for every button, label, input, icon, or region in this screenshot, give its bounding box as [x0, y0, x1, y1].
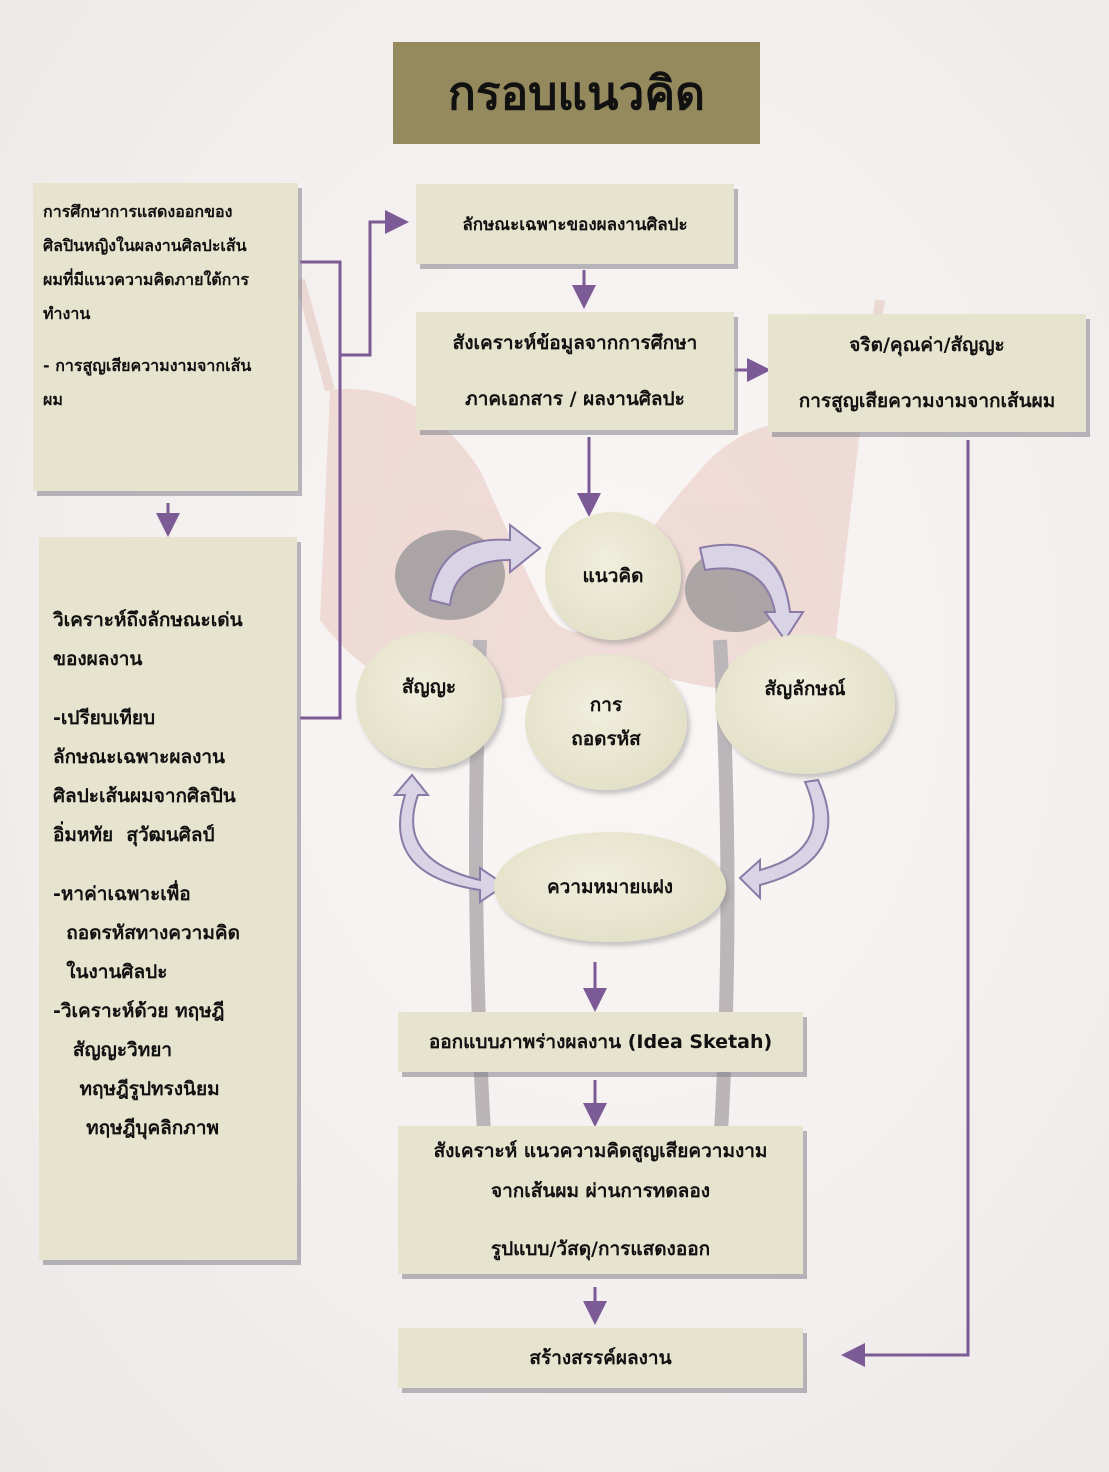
arrow-values-to-create	[841, 440, 970, 1367]
analysis-line	[53, 679, 287, 699]
values-box: จริต/คุณค่า/สัญญะ การสูญเสียความงามจากเส…	[768, 314, 1086, 432]
values-line: จริต/คุณค่า/สัญญะ	[849, 334, 1005, 356]
analysis-line: อิ่มหทัย สุวัฒนศิลป์	[53, 824, 215, 846]
analysis-line: ทฤษฎีรูปทรงนิยม	[53, 1078, 220, 1100]
study-line	[43, 331, 288, 349]
analysis-line: ของผลงาน	[53, 648, 143, 670]
sketch-box: ออกแบบภาพร่างผลงาน (Idea Sketah)	[398, 1012, 803, 1072]
analysis-line: สัญญะวิทยา	[53, 1039, 173, 1061]
analysis-line: -วิเคราะห์ด้วย ทฤษฎี	[53, 1000, 225, 1022]
analysis-line: ในงานศิลปะ	[53, 961, 168, 983]
study-line: การศึกษาการแสดงออกของ	[43, 202, 233, 221]
values-line: การสูญเสียความงามจากเส้นผม	[798, 390, 1056, 412]
study-line: ผมที่มีแนวความคิดภายใต้การ	[43, 270, 249, 289]
symbol-label: สัญลักษณ์	[764, 678, 846, 700]
cycle-arrow-bottom-left	[392, 773, 507, 904]
sketch-text: ออกแบบภาพร่างผลงาน (Idea Sketah)	[428, 1031, 773, 1053]
experiment-line: สังเคราะห์ แนวความคิดสูญเสียความงาม	[433, 1140, 768, 1162]
concept-circle: แนวคิด	[545, 512, 681, 640]
experiment-line: จากเส้นผม ผ่านการทดลอง	[490, 1180, 711, 1202]
synthesis-line: ภาคเอกสาร / ผลงานศิลปะ	[465, 388, 685, 410]
hidden-meaning-label: ความหมายแฝง	[546, 876, 674, 898]
analysis-line: ทฤษฎีบุคลิกภาพ	[53, 1117, 220, 1139]
symbol-circle: สัญลักษณ์	[715, 634, 895, 774]
sign-label: สัญญะ	[401, 676, 457, 698]
analysis-box: วิเคราะห์ถึงลักษณะเด่น ของผลงาน -เปรียบเ…	[39, 537, 297, 1260]
analysis-line: ลักษณะเฉพาะผลงาน	[53, 746, 226, 768]
decode-circle: การ ถอดรหัส	[525, 654, 687, 790]
page-title: กรอบแนวคิด	[393, 42, 760, 144]
characteristics-text: ลักษณะเฉพาะของผลงานศิลปะ	[462, 214, 688, 235]
characteristics-box: ลักษณะเฉพาะของผลงานศิลปะ	[416, 184, 734, 264]
experiment-line: รูปแบบ/วัสดุ/การแสดงออก	[490, 1238, 711, 1260]
decode-line: การ	[589, 694, 623, 716]
connector-to-characteristics	[340, 210, 409, 357]
synthesis-line: สังเคราะห์ข้อมูลจากการศึกษา	[452, 332, 698, 354]
sign-circle: สัญญะ	[356, 632, 502, 768]
analysis-line: -หาค่าเฉพาะเพื่อ	[53, 883, 191, 905]
analysis-line: -เปรียบเทียบ	[53, 707, 156, 729]
analysis-line: วิเคราะห์ถึงลักษณะเด่น	[53, 609, 243, 631]
synthesis-box: สังเคราะห์ข้อมูลจากการศึกษา ภาคเอกสาร / …	[416, 312, 734, 430]
study-line: ศิลปินหญิงในผลงานศิลปะเส้น	[43, 236, 247, 255]
analysis-line: ถอดรหัสทางความคิด	[53, 922, 240, 944]
concept-label: แนวคิด	[582, 565, 644, 587]
hidden-meaning-ellipse: ความหมายแฝง	[494, 832, 726, 942]
study-box: การศึกษาการแสดงออกของ ศิลปินหญิงในผลงานศ…	[33, 183, 298, 491]
create-text: สร้างสรรค์ผลงาน	[529, 1347, 672, 1369]
study-line: - การสูญเสียความงามจากเส้น	[43, 356, 252, 375]
cycle-arrow-top-left	[428, 522, 542, 607]
create-box: สร้างสรรค์ผลงาน	[398, 1328, 803, 1388]
cycle-arrow-top-right	[698, 543, 805, 642]
analysis-line	[53, 855, 287, 875]
study-line: ทำงาน	[43, 304, 91, 323]
experiment-synthesis-box: สังเคราะห์ แนวความคิดสูญเสียความงาม จากเ…	[398, 1126, 803, 1274]
analysis-line: ศิลปะเส้นผมจากศิลปิน	[53, 785, 236, 807]
cycle-arrow-bottom-right	[738, 778, 830, 901]
decode-line: ถอดรหัส	[571, 728, 641, 750]
study-line: ผม	[43, 390, 63, 409]
connector-topleft-bracket	[300, 260, 342, 720]
